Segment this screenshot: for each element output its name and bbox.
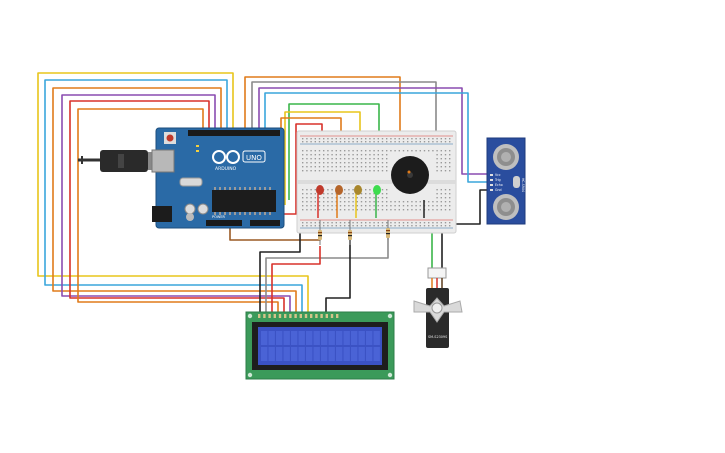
lcd-16x2-display — [245, 311, 395, 380]
wire-black-lcd-1 — [259, 232, 301, 312]
analog-header — [250, 220, 280, 226]
wire-red-lcd-2 — [271, 246, 321, 312]
wire-orange-lcd — [52, 87, 297, 312]
led-yellow — [354, 185, 362, 218]
wire-group-arduino-lcd — [37, 72, 309, 312]
lcd-character-cells — [261, 331, 380, 361]
wire-black-gnd-right — [448, 189, 490, 225]
us-pin-label-trig: Trig — [494, 178, 501, 182]
wire-orange-buzzer — [244, 76, 401, 160]
wire-blue-vcc — [264, 92, 490, 183]
usb-cable — [78, 150, 160, 172]
servo-motor: SM-S2309S — [413, 267, 463, 348]
breadboard-holes — [302, 138, 451, 227]
us-model-label: HC-SR04 — [521, 178, 525, 192]
wire-blue-lcd — [44, 79, 303, 312]
wire-yellow-lcd — [37, 72, 309, 312]
led-row — [316, 185, 381, 218]
us-pin-label-vcc: Vcc — [495, 173, 501, 177]
wire-red-lcd — [69, 100, 285, 312]
servo-model-label: SM-S2309S — [428, 335, 447, 339]
led-green — [373, 185, 381, 218]
led-red — [316, 185, 324, 218]
arduino-uno-board: ARDUINO UNO POWER — [151, 127, 285, 229]
wire-grey-lcd-pot — [265, 232, 389, 312]
wire-purple-echo — [258, 87, 490, 175]
us-pin-label-echo: Echo — [495, 183, 503, 187]
wire-purple-lcd — [61, 94, 291, 312]
ultrasonic-sensor: Vcc Trig Echo Gnd HC-SR04 — [486, 137, 526, 225]
arduino-logo-text: ARDUINO — [215, 166, 237, 172]
resistors — [318, 220, 390, 245]
arduino-logo: ARDUINO UNO — [212, 150, 266, 172]
arduino-power-label: POWER — [212, 215, 226, 219]
wire-brown-lcd — [77, 108, 279, 312]
arduino-model-text: UNO — [246, 154, 262, 162]
resistor-3 — [386, 220, 390, 240]
us-pin-label-gnd: Gnd — [495, 188, 502, 192]
lcd-pin-header — [258, 314, 339, 318]
led-orange — [335, 185, 343, 218]
power-header — [206, 220, 242, 226]
resistor-2 — [348, 220, 352, 245]
piezo-buzzer — [391, 156, 429, 218]
digital-header — [188, 130, 280, 136]
atmega-chip — [212, 190, 276, 212]
resistor-1 — [318, 220, 322, 245]
wire-black-lcd-2 — [325, 232, 351, 312]
